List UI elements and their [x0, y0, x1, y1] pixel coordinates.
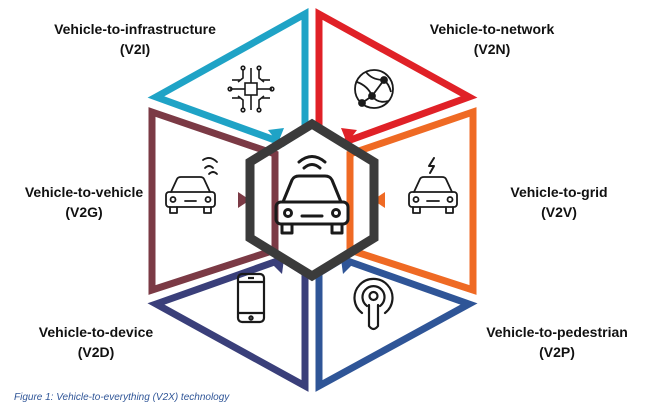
pedestrian-location-icon: [353, 277, 394, 331]
label-v2i: Vehicle-to-infrastructure (V2I): [20, 19, 250, 59]
label-v2d-code: (V2D): [77, 344, 115, 360]
center-hexagon: [245, 118, 379, 282]
label-v2i-code: (V2I): [119, 41, 151, 57]
label-v2n: Vehicle-to-network (V2N): [392, 19, 592, 59]
pointer-v2n: [341, 128, 357, 143]
label-v2g-right: Vehicle-to-grid (V2V): [494, 182, 624, 222]
label-v2v-left: Vehicle-to-vehicle (V2G): [0, 182, 168, 222]
globe-network-icon: [354, 69, 394, 109]
label-v2i-title: Vehicle-to-infrastructure: [54, 21, 216, 37]
label-v2p: Vehicle-to-pedestrian (V2P): [462, 322, 645, 362]
label-v2p-code: (V2P): [539, 344, 575, 360]
circuit-chip-icon: [227, 65, 275, 113]
label-v2d-title: Vehicle-to-device: [38, 324, 154, 340]
pointer-v2g-right: [373, 192, 385, 208]
connected-car-icon: [165, 157, 218, 214]
label-v2n-title: Vehicle-to-network: [429, 21, 555, 37]
electric-car-icon: [408, 157, 458, 214]
label-v2d: Vehicle-to-device (V2D): [8, 322, 184, 362]
label-v2g-right-code: (V2V): [541, 204, 577, 220]
label-v2v-left-code: (V2G): [65, 204, 103, 220]
central-connected-car-icon: [274, 155, 350, 235]
label-v2p-title: Vehicle-to-pedestrian: [486, 324, 628, 340]
smartphone-icon: [236, 272, 266, 324]
label-v2v-left-title: Vehicle-to-vehicle: [24, 184, 144, 200]
pointer-v2p: [341, 259, 355, 274]
segment-v2g-right: [346, 107, 477, 295]
figure-caption: Figure 1: Vehicle-to-everything (V2X) te…: [14, 392, 230, 403]
pointer-v2v-left: [238, 192, 250, 208]
pointer-v2d: [270, 259, 284, 274]
pointer-v2i: [268, 128, 284, 143]
label-v2g-right-title: Vehicle-to-grid: [510, 184, 608, 200]
label-v2n-code: (V2N): [473, 41, 511, 57]
